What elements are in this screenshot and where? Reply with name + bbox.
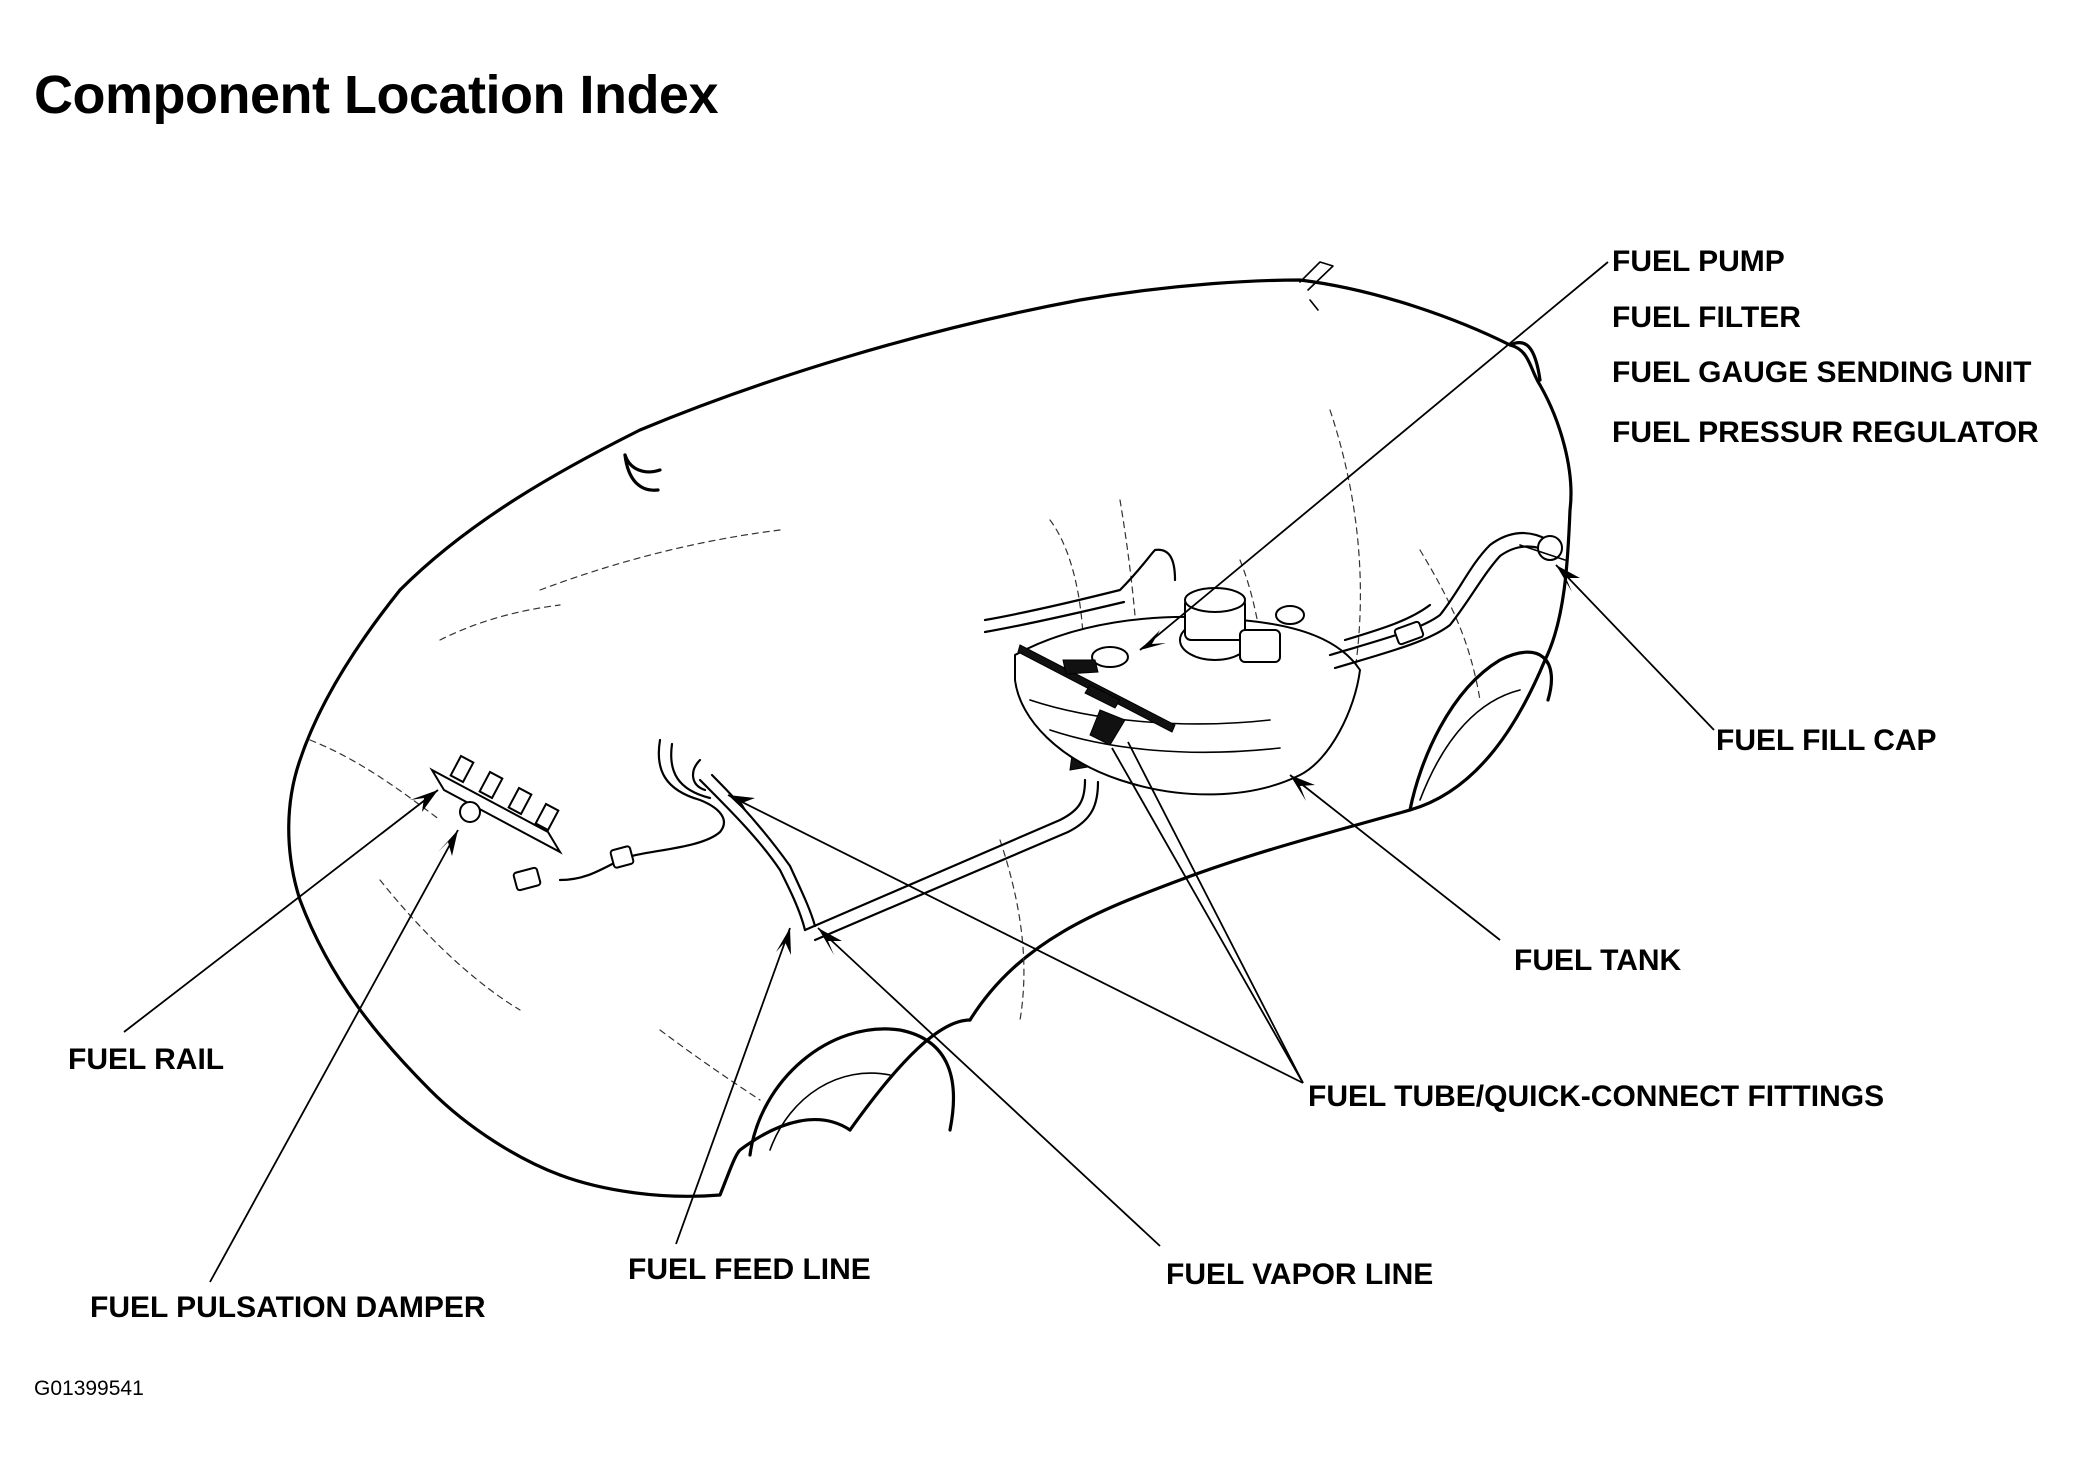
callout-leader-lines [123, 261, 1715, 1283]
vehicle-body-outline [287, 261, 1573, 1198]
label-fuel-pulsation-damper: FUEL PULSATION DAMPER [90, 1291, 486, 1324]
label-fuel-tube-fittings: FUEL TUBE/QUICK-CONNECT FITTINGS [1308, 1080, 1885, 1113]
filler-neck-piping [1328, 531, 1566, 670]
label-fuel-rail: FUEL RAIL [68, 1043, 225, 1076]
fuel-rail-assembly [429, 754, 563, 855]
label-fuel-tank: FUEL TANK [1514, 944, 1682, 977]
label-fuel-pump: FUEL PUMP [1612, 245, 1785, 278]
label-fuel-gauge-sending-unit: FUEL GAUGE SENDING UNIT [1612, 356, 2032, 389]
figure-code: G01399541 [34, 1377, 144, 1400]
label-fuel-filter: FUEL FILTER [1612, 301, 1801, 334]
label-fuel-fill-cap: FUEL FILL CAP [1716, 724, 1937, 757]
fuel-tank-assembly [983, 548, 1362, 796]
label-fuel-vapor-line: FUEL VAPOR LINE [1166, 1258, 1434, 1291]
diagram-title: Component Location Index [34, 65, 719, 125]
label-fuel-feed-line: FUEL FEED LINE [628, 1253, 871, 1286]
label-fuel-pressure-regulator: FUEL PRESSUR REGULATOR [1612, 416, 2039, 449]
front-fuel-piping [512, 689, 1109, 942]
